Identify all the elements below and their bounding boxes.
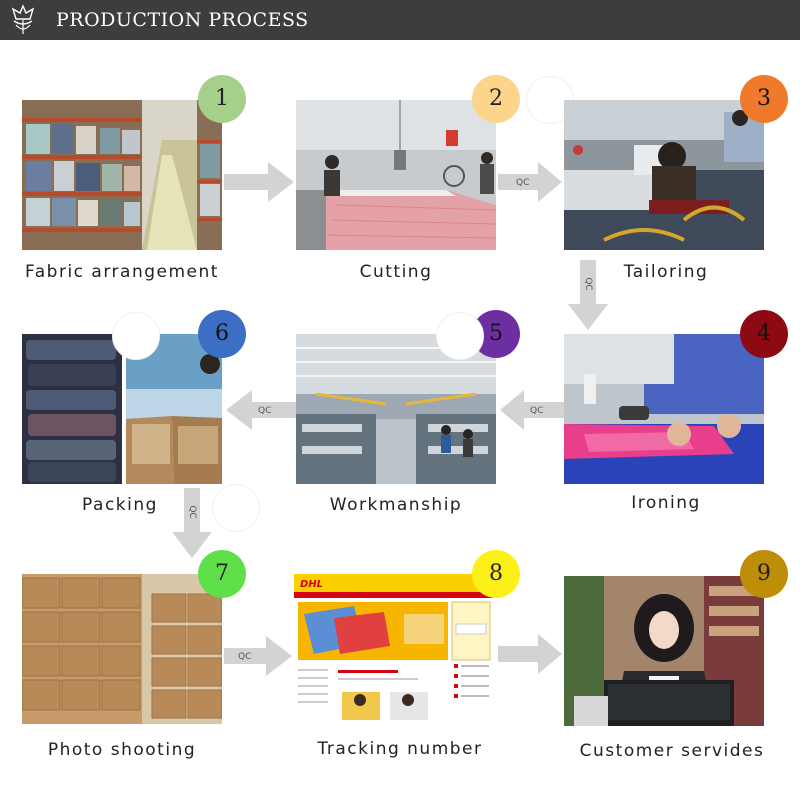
photo-tailoring — [564, 100, 764, 250]
arrow-qc-label: QC — [583, 277, 593, 290]
step-5-badge: 5 — [472, 310, 520, 358]
arrow-qc-label: QC — [516, 178, 529, 188]
step-2-label: Cutting — [359, 262, 433, 282]
header-bar: PRODUCTION PROCESS — [0, 0, 800, 40]
watermark-circle — [112, 312, 160, 360]
step-4-badge: 4 — [740, 310, 788, 358]
dhl-logo-text: DHL — [300, 579, 323, 590]
photo-ironing — [564, 334, 764, 484]
step-1-badge: 1 — [198, 75, 246, 123]
photo-fabric-arrangement — [22, 100, 222, 250]
arrow-right-qc-icon: QC — [498, 162, 562, 202]
step-4-label: Ironing — [631, 493, 701, 513]
step-8-label: Tracking number — [317, 739, 483, 759]
arrow-qc-label: QC — [258, 406, 271, 416]
step-3-badge: 3 — [740, 75, 788, 123]
photo-packing — [22, 334, 222, 484]
step-1-label: Fabric arrangement — [25, 262, 219, 282]
watermark-circle — [212, 484, 260, 532]
arrow-qc-label: QC — [238, 652, 251, 662]
step-9-label: Customer servides — [579, 741, 765, 761]
step-6-badge: 6 — [198, 310, 246, 358]
step-8-badge: 8 — [472, 550, 520, 598]
watermark-circle — [436, 312, 484, 360]
arrow-left-qc-icon: QC — [226, 390, 296, 430]
arrow-left-qc-icon: QC — [500, 390, 564, 430]
step-7-badge: 7 — [198, 550, 246, 598]
step-7-label: Photo shooting — [47, 740, 197, 760]
photo-tracking-number: DHL — [294, 574, 494, 724]
step-9-badge: 9 — [740, 550, 788, 598]
step-6-label: Packing — [82, 495, 158, 515]
arrow-right-qc-icon: QC — [224, 636, 292, 676]
arrow-down-qc-icon: QC — [568, 260, 608, 330]
page-title: PRODUCTION PROCESS — [56, 9, 309, 31]
arrow-down-qc-icon: QC — [172, 488, 212, 558]
arrow-qc-label: QC — [530, 406, 543, 416]
photo-customer-service — [564, 576, 764, 726]
step-2-badge: 2 — [472, 75, 520, 123]
photo-cutting — [296, 100, 496, 250]
crown-emblem-icon — [11, 4, 35, 34]
step-5-label: Workmanship — [329, 495, 463, 515]
arrow-qc-label: QC — [187, 505, 197, 518]
arrow-right-icon — [224, 162, 294, 202]
step-3-label: Tailoring — [623, 262, 709, 282]
arrow-right-icon — [498, 634, 562, 674]
photo-photo-shooting — [22, 574, 222, 724]
